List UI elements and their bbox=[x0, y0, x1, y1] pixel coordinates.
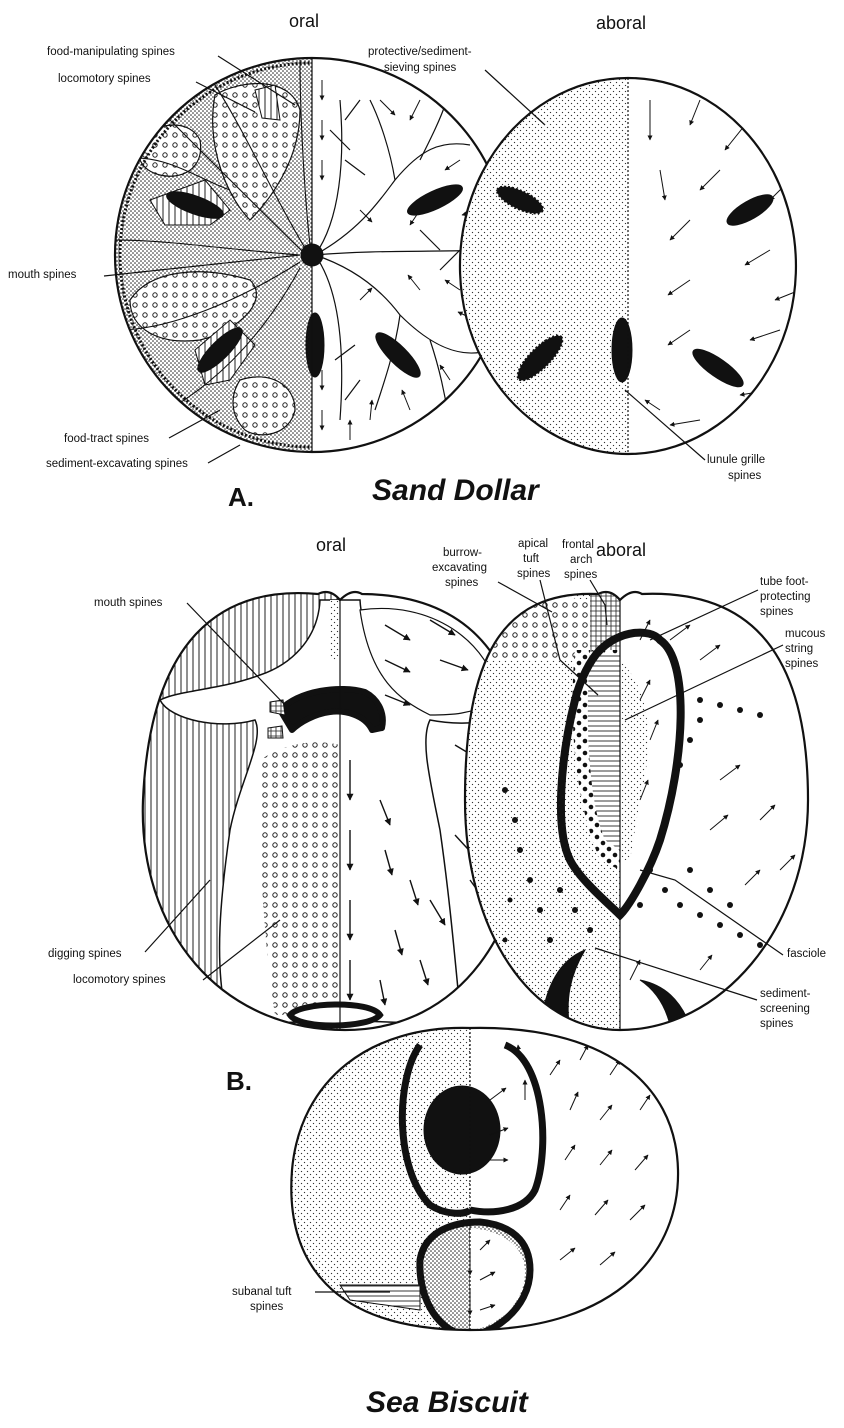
sb-label-frontal-2: arch bbox=[570, 554, 592, 566]
sb-label-digging: digging spines bbox=[48, 948, 122, 960]
sb-label-frontal-3: spines bbox=[564, 569, 597, 581]
sb-label-burrow-2: excavating bbox=[432, 562, 487, 574]
sb-panel-letter: B. bbox=[226, 1066, 252, 1096]
sb-label-mucous-2: string bbox=[785, 643, 813, 655]
sb-label-tubefoot-2: protecting bbox=[760, 591, 811, 603]
sd-label-mouth: mouth spines bbox=[8, 269, 77, 281]
sb-aboral-view bbox=[460, 580, 808, 1040]
sd-label-protective-2: sieving spines bbox=[384, 62, 456, 74]
sd-aboral-disc bbox=[440, 70, 800, 470]
sd-oral-disc bbox=[100, 50, 509, 470]
sb-label-mouth: mouth spines bbox=[94, 597, 163, 609]
sb-label-locomotory: locomotory spines bbox=[73, 974, 166, 986]
sb-label-mucous-3: spines bbox=[785, 658, 818, 670]
sd-oral-arrows bbox=[322, 80, 480, 440]
sd-label-food-manipulating: food-manipulating spines bbox=[47, 46, 175, 58]
sb-title: Sea Biscuit bbox=[366, 1386, 530, 1419]
sb-oral-label: oral bbox=[316, 535, 346, 555]
sd-panel-letter: A. bbox=[228, 482, 254, 512]
sb-label-tubefoot-3: spines bbox=[760, 606, 793, 618]
sd-label-protective-1: protective/sediment- bbox=[368, 46, 472, 58]
sb-label-burrow-3: spines bbox=[445, 577, 478, 589]
sb-label-screening-3: spines bbox=[760, 1018, 793, 1030]
sb-label-apical-1: apical bbox=[518, 538, 548, 550]
sd-label-locomotory: locomotory spines bbox=[58, 73, 151, 85]
sd-label-lunule-2: spines bbox=[728, 470, 761, 482]
sd-label-lunule-1: lunule grille bbox=[707, 454, 765, 466]
sb-label-screening-1: sediment- bbox=[760, 988, 811, 1000]
sb-label-subanal-1: subanal tuft bbox=[232, 1286, 292, 1298]
sd-label-sediment-excavating: sediment-excavating spines bbox=[46, 458, 188, 470]
sd-aboral-label: aboral bbox=[596, 13, 646, 33]
sb-label-fasciole: fasciole bbox=[787, 948, 826, 960]
sb-label-frontal-1: frontal bbox=[562, 539, 594, 551]
sb-label-apical-2: tuft bbox=[523, 553, 540, 565]
sb-aboral-label: aboral bbox=[596, 540, 646, 560]
sd-label-food-tract: food-tract spines bbox=[64, 433, 149, 445]
sb-label-mucous-1: mucous bbox=[785, 628, 826, 640]
sb-label-screening-2: screening bbox=[760, 1003, 810, 1015]
sd-oral-label: oral bbox=[289, 11, 319, 31]
sb-label-tubefoot-1: tube foot- bbox=[760, 576, 809, 588]
sb-label-apical-3: spines bbox=[517, 568, 550, 580]
sd-title: Sand Dollar bbox=[372, 474, 541, 507]
sb-label-subanal-2: spines bbox=[250, 1301, 283, 1313]
sb-label-burrow-1: burrow- bbox=[443, 547, 482, 559]
